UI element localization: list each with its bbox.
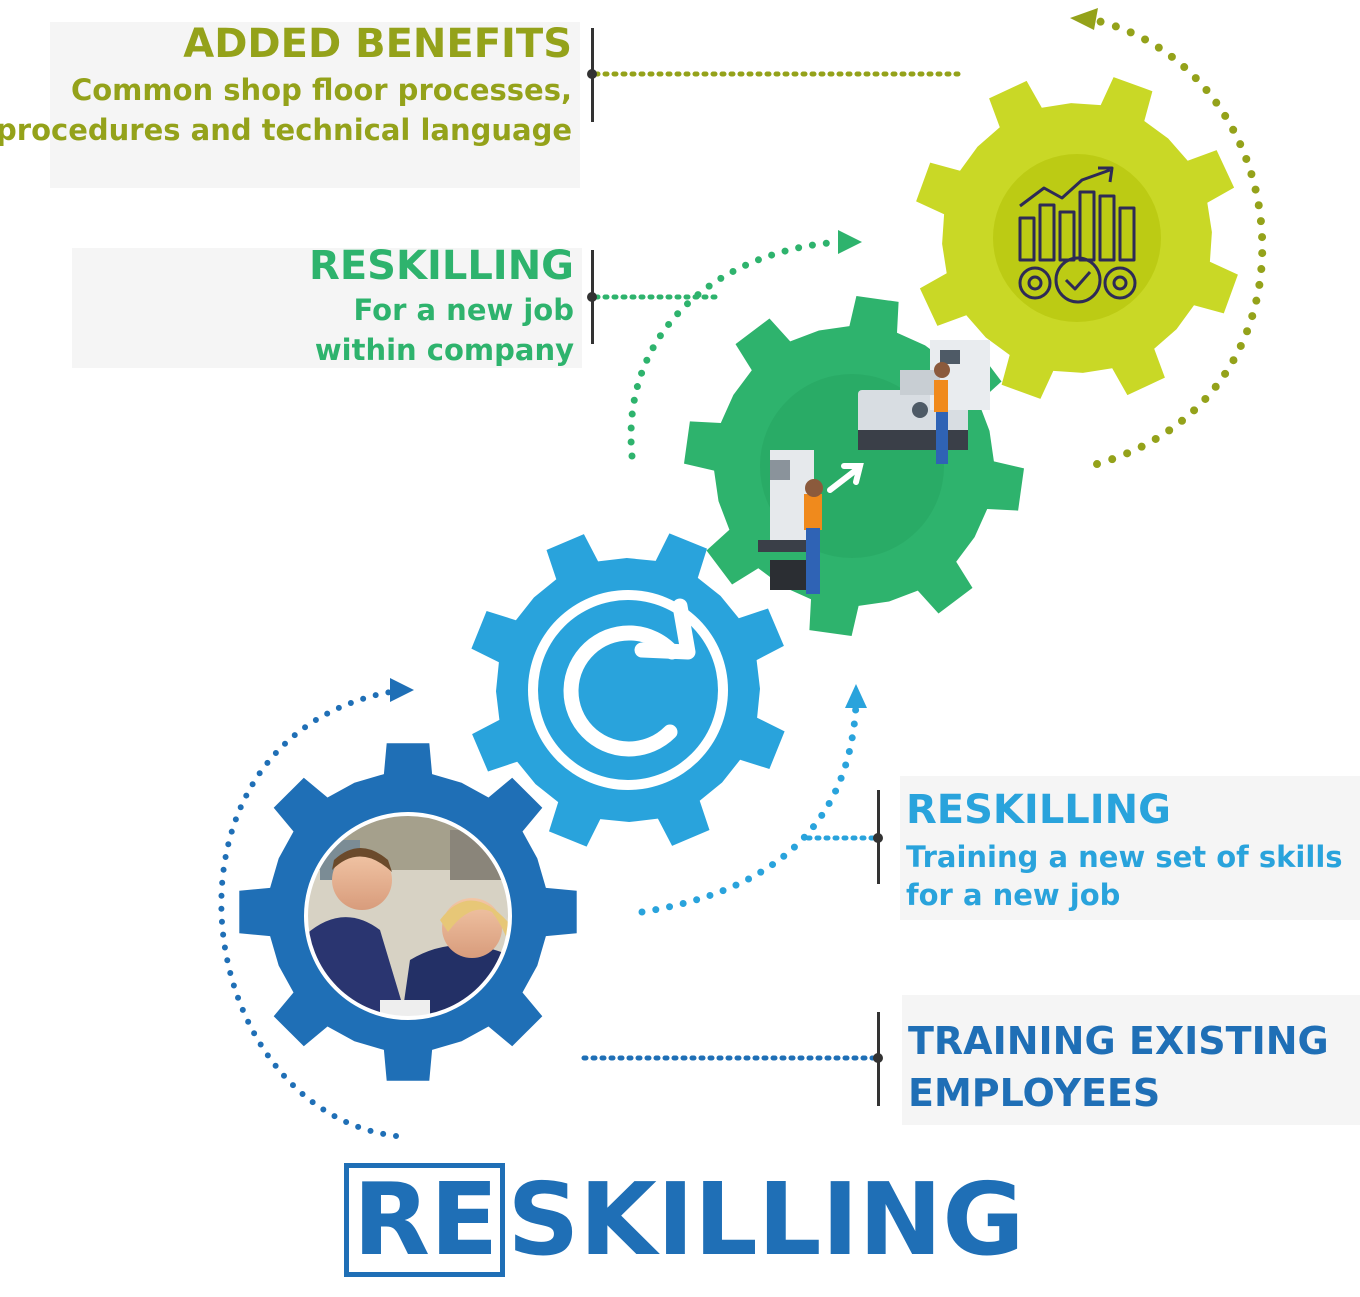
added-benefits-connector-dot <box>587 69 597 79</box>
connectors <box>581 71 968 1061</box>
reskilling-new-skills-connector-dot <box>873 833 883 843</box>
added-benefits-heading: ADDED BENEFITS <box>183 21 572 67</box>
training-existing-panel-bg <box>902 995 1360 1125</box>
light-blue-arrowhead <box>845 684 867 708</box>
reskilling-new-job-line-1: For a new job <box>353 293 574 327</box>
reskilling-new-job-panel-bg <box>72 248 582 368</box>
refresh-icon <box>528 590 728 790</box>
reskilling-new-job-heading: RESKILLING <box>309 243 574 289</box>
reskilling-new-skills-panel: RESKILLING Training a new set of skills … <box>906 790 1356 914</box>
reskilling-new-job-line-2: within company <box>314 333 574 367</box>
added-benefits-line-1: Common shop floor processes, <box>70 73 572 107</box>
dark-blue-cycle-arrow <box>218 689 399 1139</box>
olive-cycle-arrow <box>1081 14 1267 470</box>
olive-arrowhead <box>1070 8 1098 30</box>
reskilling-new-job-connector-dot <box>587 292 597 302</box>
training-existing-panel: TRAINING EXISTING EMPLOYEES <box>908 1015 1358 1119</box>
training-photo <box>306 814 510 1018</box>
reskilling-new-skills-line-1: Training a new set of skills <box>906 840 1343 874</box>
added-benefits-line-2: procedures and technical language <box>0 113 572 147</box>
added-benefits-panel: ADDED BENEFITS Common shop floor process… <box>0 24 572 150</box>
title-prefix-boxed: RE <box>344 1163 506 1277</box>
training-existing-connector-dot <box>873 1053 883 1063</box>
reskilling-new-skills-panel-bg <box>900 776 1360 920</box>
training-existing-line-2: EMPLOYEES <box>908 1071 1161 1115</box>
green-arrowhead <box>838 230 862 254</box>
dark-blue-arrowhead <box>390 678 414 702</box>
added-benefits-panel-bg <box>50 22 580 188</box>
green-cycle-arrow <box>627 238 844 460</box>
reskilling-new-skills-line-2: for a new job <box>906 878 1121 912</box>
workers-machines-icon <box>758 340 990 594</box>
training-existing-line-1: TRAINING EXISTING <box>908 1019 1329 1063</box>
reskilling-new-job-panel: RESKILLING For a new job within company <box>74 246 574 370</box>
photo-ring <box>304 812 512 1020</box>
reskilling-new-skills-heading: RESKILLING <box>906 787 1171 833</box>
title-rest: SKILLING <box>507 1161 1025 1278</box>
growth-chart-gears-icon <box>993 154 1161 322</box>
cycle-arrows <box>218 8 1267 1139</box>
